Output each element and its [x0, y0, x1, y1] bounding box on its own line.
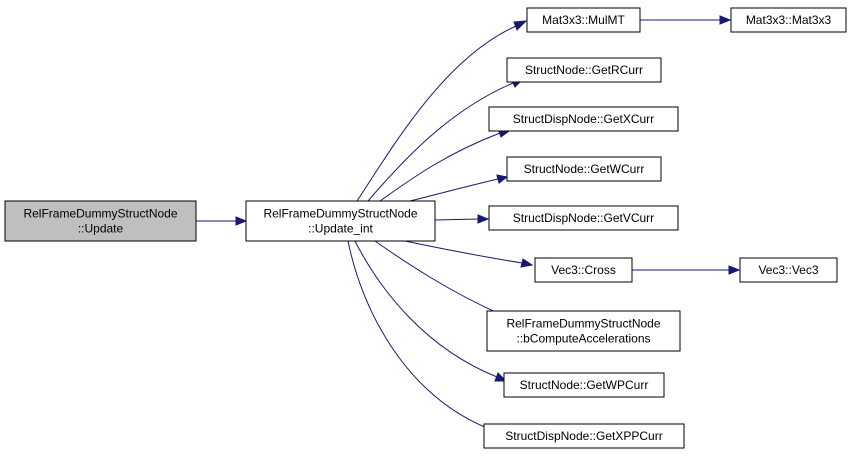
node-label: StructDispNode::GetVCurr [513, 211, 654, 225]
arrowhead-icon [494, 372, 508, 382]
arrowhead-icon [520, 258, 534, 268]
node-box [503, 372, 665, 398]
arrowhead-icon [719, 15, 732, 25]
node-label: StructDispNode::GetXCurr [513, 112, 654, 126]
node-getwcurr[interactable]: StructNode::GetWCurr [506, 156, 662, 182]
node-getvcurr[interactable]: StructDispNode::GetVCurr [488, 205, 679, 231]
edge-update_int-to-getvcurr [434, 214, 490, 224]
node-label: Vec3::Vec3 [758, 263, 818, 277]
node-box [486, 310, 681, 352]
edge-line [379, 132, 501, 202]
node-label: StructNode::GetWPCurr [520, 378, 649, 392]
edge-line [356, 25, 517, 202]
node-box [245, 200, 436, 242]
node-getwpcurr[interactable]: StructNode::GetWPCurr [503, 372, 665, 398]
edge-mulmt-to-mat3x3 [640, 15, 732, 25]
arrowhead-icon [496, 174, 509, 184]
edge-root-to-update_int [196, 216, 248, 226]
node-mulmt[interactable]: Mat3x3::MulMT [526, 7, 641, 33]
edge-update_int-to-getwcurr [409, 174, 509, 202]
node-label: RelFrameDummyStructNode [23, 207, 177, 221]
node-cross[interactable]: Vec3::Cross [534, 257, 633, 283]
arrowhead-icon [728, 265, 741, 275]
node-update_int[interactable]: RelFrameDummyStructNode::Update_int [245, 200, 436, 242]
arrowhead-icon [477, 214, 490, 224]
edge-cross-to-vec3 [632, 265, 741, 275]
edge-update_int-to-bcompute [374, 240, 513, 320]
node-box [488, 205, 679, 231]
edge-line [409, 178, 499, 202]
node-label: ::bComputeAccelerations [516, 332, 650, 346]
node-root[interactable]: RelFrameDummyStructNode::Update [4, 200, 197, 242]
edge-line [347, 240, 488, 429]
node-label: RelFrameDummyStructNode [506, 317, 660, 331]
node-label: Mat3x3::Mat3x3 [746, 13, 832, 27]
node-box [483, 423, 685, 449]
node-label: ::Update_int [308, 222, 373, 236]
node-box [730, 7, 847, 33]
node-box [526, 7, 641, 33]
node-getrcurr[interactable]: StructNode::GetRCurr [506, 57, 662, 83]
node-label: StructNode::GetRCurr [525, 63, 643, 77]
node-label: Mat3x3::MulMT [542, 13, 625, 27]
edge-line [374, 240, 503, 316]
arrowhead-icon [235, 216, 248, 226]
node-vec3[interactable]: Vec3::Vec3 [739, 257, 838, 283]
node-label: StructNode::GetWCurr [524, 162, 645, 176]
node-getxcurr[interactable]: StructDispNode::GetXCurr [488, 106, 679, 132]
node-box [506, 57, 662, 83]
node-box [506, 156, 662, 182]
node-getxppcurr[interactable]: StructDispNode::GetXPPCurr [483, 423, 685, 449]
arrowhead-icon [513, 20, 528, 31]
node-bcompute[interactable]: RelFrameDummyStructNode::bComputeAcceler… [486, 310, 681, 352]
node-box [4, 200, 197, 242]
edge-update_int-to-getxcurr [379, 128, 511, 202]
node-box [739, 257, 838, 283]
edge-line [354, 240, 498, 378]
edge-update_int-to-getwpcurr [354, 240, 508, 382]
edge-line [404, 240, 523, 264]
node-label: Vec3::Cross [551, 263, 616, 277]
edge-update_int-to-cross [404, 240, 534, 268]
edge-update_int-to-getxppcurr [347, 240, 499, 433]
node-mat3x3[interactable]: Mat3x3::Mat3x3 [730, 7, 847, 33]
node-box [488, 106, 679, 132]
node-label: ::Update [78, 222, 124, 236]
edge-line [367, 82, 514, 202]
node-label: StructDispNode::GetXPPCurr [505, 429, 662, 443]
edge-update_int-to-mulmt [356, 20, 528, 202]
node-label: RelFrameDummyStructNode [263, 207, 417, 221]
edge-line [434, 218, 479, 221]
node-box [534, 257, 633, 283]
